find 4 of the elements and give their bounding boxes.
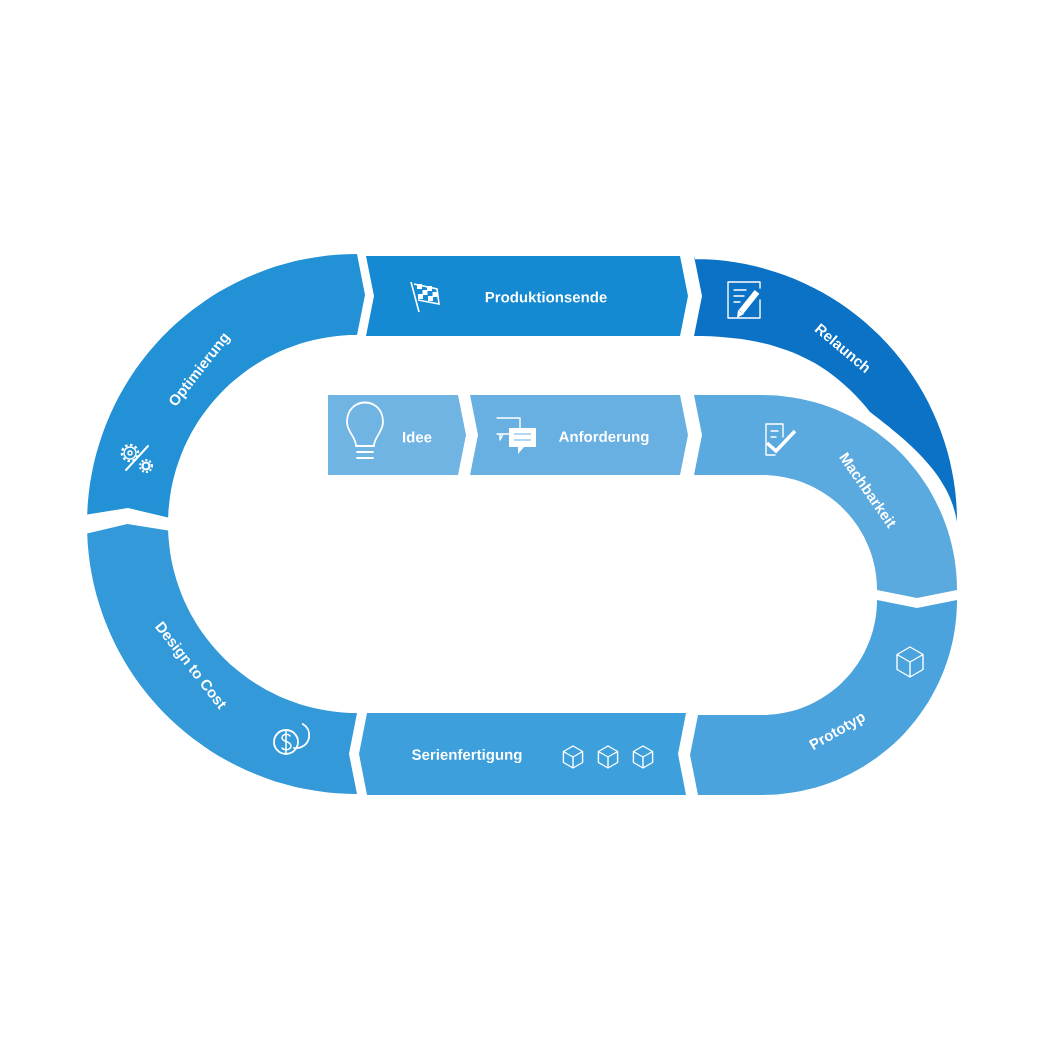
process-segment: Anforderung [470,395,688,475]
process-segment: Idee [328,395,466,475]
process-segment: Produktionsende [366,256,688,336]
process-segment: Serienfertigung [359,713,686,795]
